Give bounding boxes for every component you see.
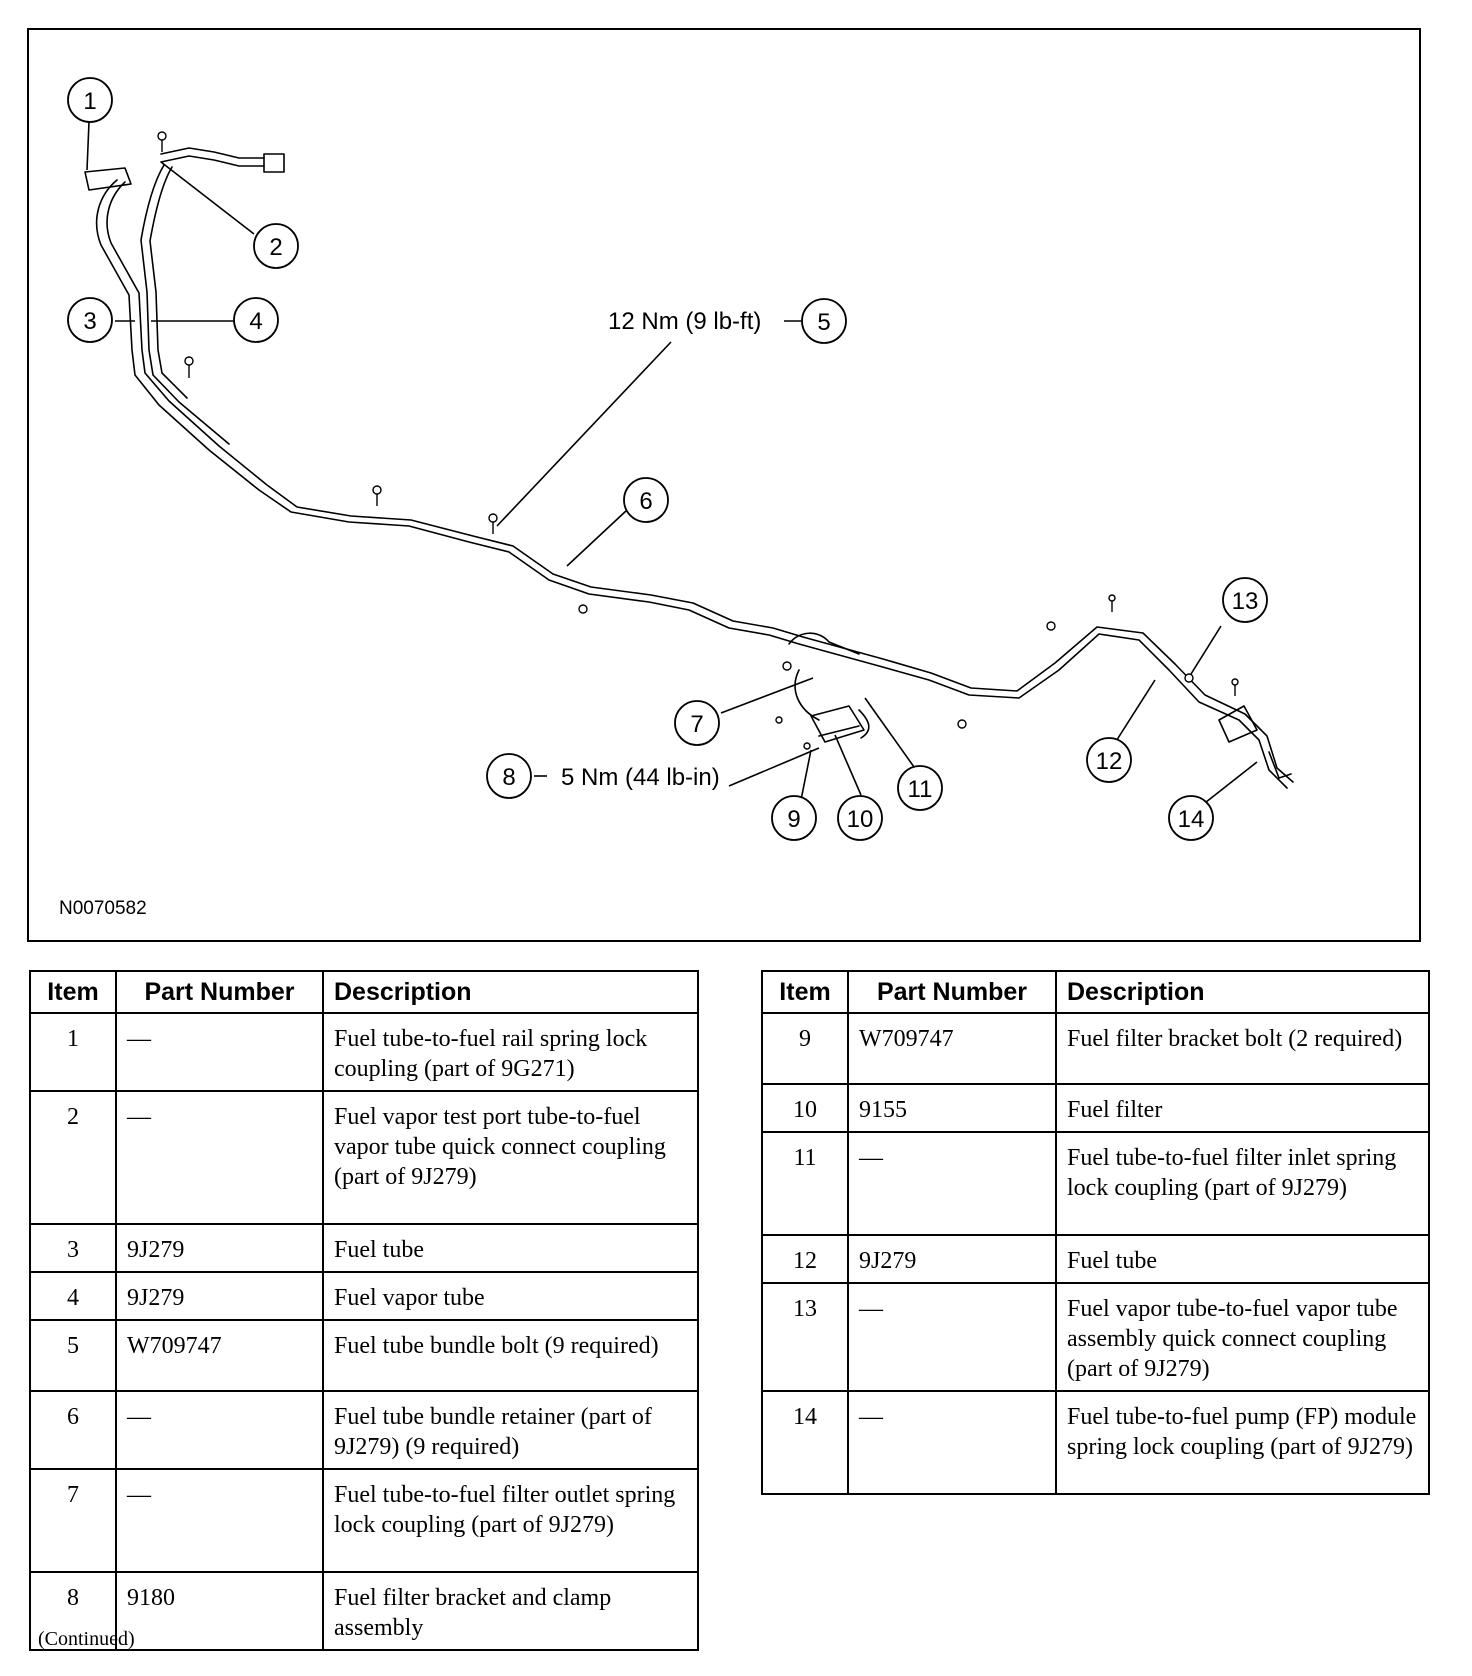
- table-row: 10 9155 Fuel filter: [761, 1083, 1430, 1133]
- table-row: 2 — Fuel vapor test port tube-to-fuel va…: [29, 1090, 699, 1225]
- bolts: [157, 131, 1239, 750]
- callout-3: 3: [83, 308, 96, 335]
- header-item: Item: [761, 970, 849, 1014]
- callout-circles: [67, 77, 1268, 841]
- parts-table-left: Item Part Number Description 1 — Fuel tu…: [29, 970, 699, 1651]
- table-row: 12 9J279 Fuel tube: [761, 1234, 1430, 1284]
- callout-11: 11: [908, 776, 933, 803]
- cell-part-number: 9180: [115, 1571, 324, 1651]
- cell-part-number: —: [115, 1468, 324, 1573]
- cell-part-number: —: [115, 1012, 324, 1092]
- header-description: Description: [1055, 970, 1430, 1014]
- table-header-row: Item Part Number Description: [29, 970, 699, 1014]
- table-row: 9 W709747 Fuel filter bracket bolt (2 re…: [761, 1012, 1430, 1085]
- cell-item: 3: [29, 1223, 117, 1273]
- cell-part-number: 9J279: [115, 1223, 324, 1273]
- cell-item: 9: [761, 1012, 849, 1085]
- cell-description: Fuel filter bracket bolt (2 required): [1055, 1012, 1430, 1085]
- cell-description: Fuel vapor tube: [322, 1271, 699, 1321]
- callout-2: 2: [269, 234, 282, 261]
- cell-description: Fuel tube: [322, 1223, 699, 1273]
- cell-part-number: —: [847, 1282, 1057, 1392]
- cell-item: 5: [29, 1319, 117, 1392]
- cell-description: Fuel tube-to-fuel pump (FP) module sprin…: [1055, 1390, 1430, 1495]
- diagram-canvas: 1 2 3 4 5 6 7 8 9 10 11 12 13 14 12 Nm (…: [59, 77, 1294, 919]
- callout-12: 12: [1096, 748, 1123, 775]
- callout-4: 4: [249, 308, 262, 335]
- cell-description: Fuel filter bracket and clamp assembly: [322, 1571, 699, 1651]
- callout-7: 7: [690, 711, 703, 738]
- cell-part-number: 9J279: [115, 1271, 324, 1321]
- leader-lines: [86, 121, 1258, 807]
- callout-14: 14: [1178, 806, 1205, 833]
- cell-item: 12: [761, 1234, 849, 1284]
- cell-description: Fuel tube-to-fuel rail spring lock coupl…: [322, 1012, 699, 1092]
- callout-9: 9: [787, 806, 800, 833]
- cell-part-number: —: [115, 1090, 324, 1225]
- cell-item: 1: [29, 1012, 117, 1092]
- cell-description: Fuel tube bundle retainer (part of 9J279…: [322, 1390, 699, 1470]
- cell-description: Fuel vapor test port tube-to-fuel vapor …: [322, 1090, 699, 1225]
- cell-item: 11: [761, 1131, 849, 1236]
- table-row: 14 — Fuel tube-to-fuel pump (FP) module …: [761, 1390, 1430, 1495]
- table-row: 3 9J279 Fuel tube: [29, 1223, 699, 1273]
- cell-item: 10: [761, 1083, 849, 1133]
- cell-part-number: —: [847, 1131, 1057, 1236]
- cell-item: 7: [29, 1468, 117, 1573]
- cell-item: 14: [761, 1390, 849, 1495]
- torque-spec-5: 12 Nm (9 lb-ft): [608, 308, 761, 335]
- table-row: 11 — Fuel tube-to-fuel filter inlet spri…: [761, 1131, 1430, 1236]
- fuel-tube-bundle: [84, 147, 1294, 789]
- parts-table-right: Item Part Number Description 9 W709747 F…: [761, 970, 1430, 1495]
- header-part-number: Part Number: [115, 970, 324, 1014]
- cell-part-number: W709747: [115, 1319, 324, 1392]
- fuel-line-diagram: 1 2 3 4 5 6 7 8 9 10 11 12 13 14 12 Nm (…: [27, 28, 1421, 942]
- cell-description: Fuel filter: [1055, 1083, 1430, 1133]
- table-row: 6 — Fuel tube bundle retainer (part of 9…: [29, 1390, 699, 1470]
- header-item: Item: [29, 970, 117, 1014]
- callout-1: 1: [83, 88, 96, 115]
- cell-item: 6: [29, 1390, 117, 1470]
- header-part-number: Part Number: [847, 970, 1057, 1014]
- callout-8: 8: [502, 764, 515, 791]
- cell-part-number: W709747: [847, 1012, 1057, 1085]
- cell-part-number: 9J279: [847, 1234, 1057, 1284]
- callout-10: 10: [847, 806, 874, 833]
- cell-part-number: —: [847, 1390, 1057, 1495]
- table-row: 1 — Fuel tube-to-fuel rail spring lock c…: [29, 1012, 699, 1092]
- cell-description: Fuel vapor tube-to-fuel vapor tube assem…: [1055, 1282, 1430, 1392]
- cell-item: 13: [761, 1282, 849, 1392]
- table-header-row: Item Part Number Description: [761, 970, 1430, 1014]
- table-row: 13 — Fuel vapor tube-to-fuel vapor tube …: [761, 1282, 1430, 1392]
- cell-description: Fuel tube: [1055, 1234, 1430, 1284]
- cell-item: 8: [29, 1571, 117, 1651]
- continued-note: (Continued): [38, 1628, 135, 1650]
- table-row: 8 9180 Fuel filter bracket and clamp ass…: [29, 1571, 699, 1651]
- table-row: 4 9J279 Fuel vapor tube: [29, 1271, 699, 1321]
- figure-id: N0070582: [59, 898, 147, 919]
- torque-spec-8: 5 Nm (44 lb-in): [561, 764, 720, 791]
- cell-description: Fuel tube bundle bolt (9 required): [322, 1319, 699, 1392]
- cell-item: 2: [29, 1090, 117, 1225]
- table-row: 5 W709747 Fuel tube bundle bolt (9 requi…: [29, 1319, 699, 1392]
- cell-item: 4: [29, 1271, 117, 1321]
- table-row: 7 — Fuel tube-to-fuel filter outlet spri…: [29, 1468, 699, 1573]
- cell-part-number: —: [115, 1390, 324, 1470]
- cell-description: Fuel tube-to-fuel filter inlet spring lo…: [1055, 1131, 1430, 1236]
- callout-5: 5: [817, 309, 830, 336]
- callout-6: 6: [639, 488, 652, 515]
- cell-part-number: 9155: [847, 1083, 1057, 1133]
- header-description: Description: [322, 970, 699, 1014]
- callout-13: 13: [1232, 588, 1259, 615]
- cell-description: Fuel tube-to-fuel filter outlet spring l…: [322, 1468, 699, 1573]
